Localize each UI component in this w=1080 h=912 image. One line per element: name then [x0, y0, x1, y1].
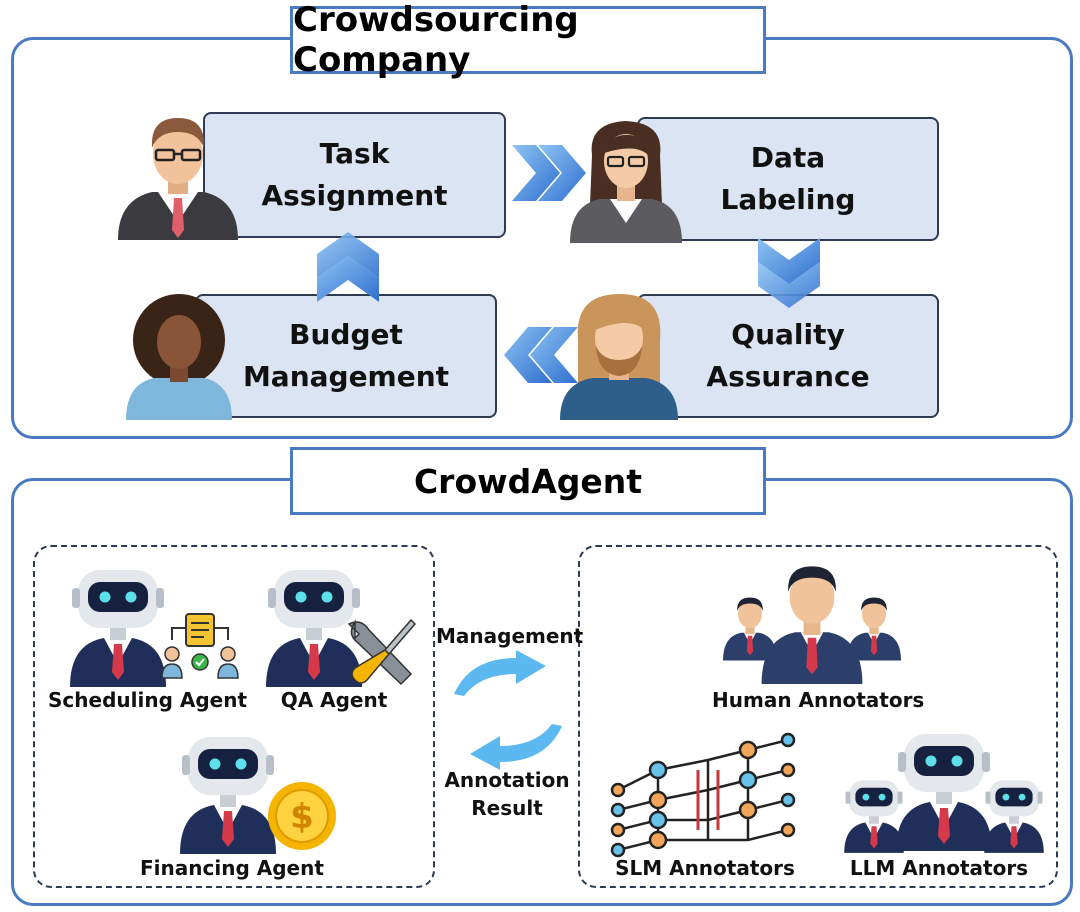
dollar-symbol: $: [290, 797, 314, 837]
chevron-up-icon: [317, 232, 379, 302]
task-assignment-line2: Assignment: [261, 179, 448, 212]
labeler-avatar-icon: [570, 121, 682, 243]
crowdsourcing-company-title: Crowdsourcing Company: [290, 0, 766, 80]
human-annotators-icon: [723, 566, 901, 684]
manager-avatar-icon: [118, 118, 238, 240]
cycle-arrow-bottom-icon: [470, 724, 562, 770]
slm-annotators-label: SLM Annotators: [615, 856, 795, 880]
financing-agent-robot-icon: [180, 737, 276, 854]
budget-management-line1: Budget: [289, 318, 403, 351]
budget-management-step: Budget Management: [195, 294, 497, 418]
data-labeling-line1: Data: [750, 141, 826, 174]
neural-network-icon: [610, 732, 796, 858]
annotators-group: [578, 545, 1058, 888]
llm-annotators-icon: [844, 734, 1044, 853]
annotation-result-line2: Result: [471, 796, 543, 820]
budget-management-line2: Management: [242, 360, 450, 393]
chevron-right-icon: [512, 145, 586, 201]
data-labeling-step: Data Labeling: [637, 117, 939, 241]
chevron-left-icon: [504, 327, 578, 383]
management-label: Management: [436, 624, 584, 648]
scheduling-agent-label: Scheduling Agent: [48, 688, 248, 712]
task-assignment-step: Task Assignment: [203, 112, 506, 238]
data-labeling-line2: Labeling: [720, 183, 856, 216]
budget-manager-avatar-icon: [126, 294, 232, 420]
quality-assurance-line2: Assurance: [706, 360, 870, 393]
scheduling-agent-robot-icon: [70, 570, 166, 687]
dollar-coin-icon: $: [268, 782, 336, 850]
annotation-result-line1: Annotation: [444, 768, 570, 792]
qa-agent-label: QA Agent: [280, 688, 388, 712]
cycle-arrow-top-icon: [454, 650, 546, 696]
qa-reviewer-avatar-icon: [560, 294, 678, 420]
chevron-down-icon: [758, 238, 820, 308]
financing-agent-label: Financing Agent: [140, 856, 324, 880]
scheduling-workflow-icon: [161, 613, 239, 679]
crowdagent-title: CrowdAgent: [290, 447, 766, 515]
quality-assurance-step: Quality Assurance: [637, 294, 939, 418]
quality-assurance-line1: Quality: [731, 318, 845, 351]
human-annotators-label: Human Annotators: [712, 688, 925, 712]
wrench-screwdriver-icon: [347, 618, 417, 686]
llm-annotators-label: LLM Annotators: [849, 856, 1029, 880]
task-assignment-line1: Task: [319, 137, 390, 170]
agents-group: [33, 545, 435, 888]
